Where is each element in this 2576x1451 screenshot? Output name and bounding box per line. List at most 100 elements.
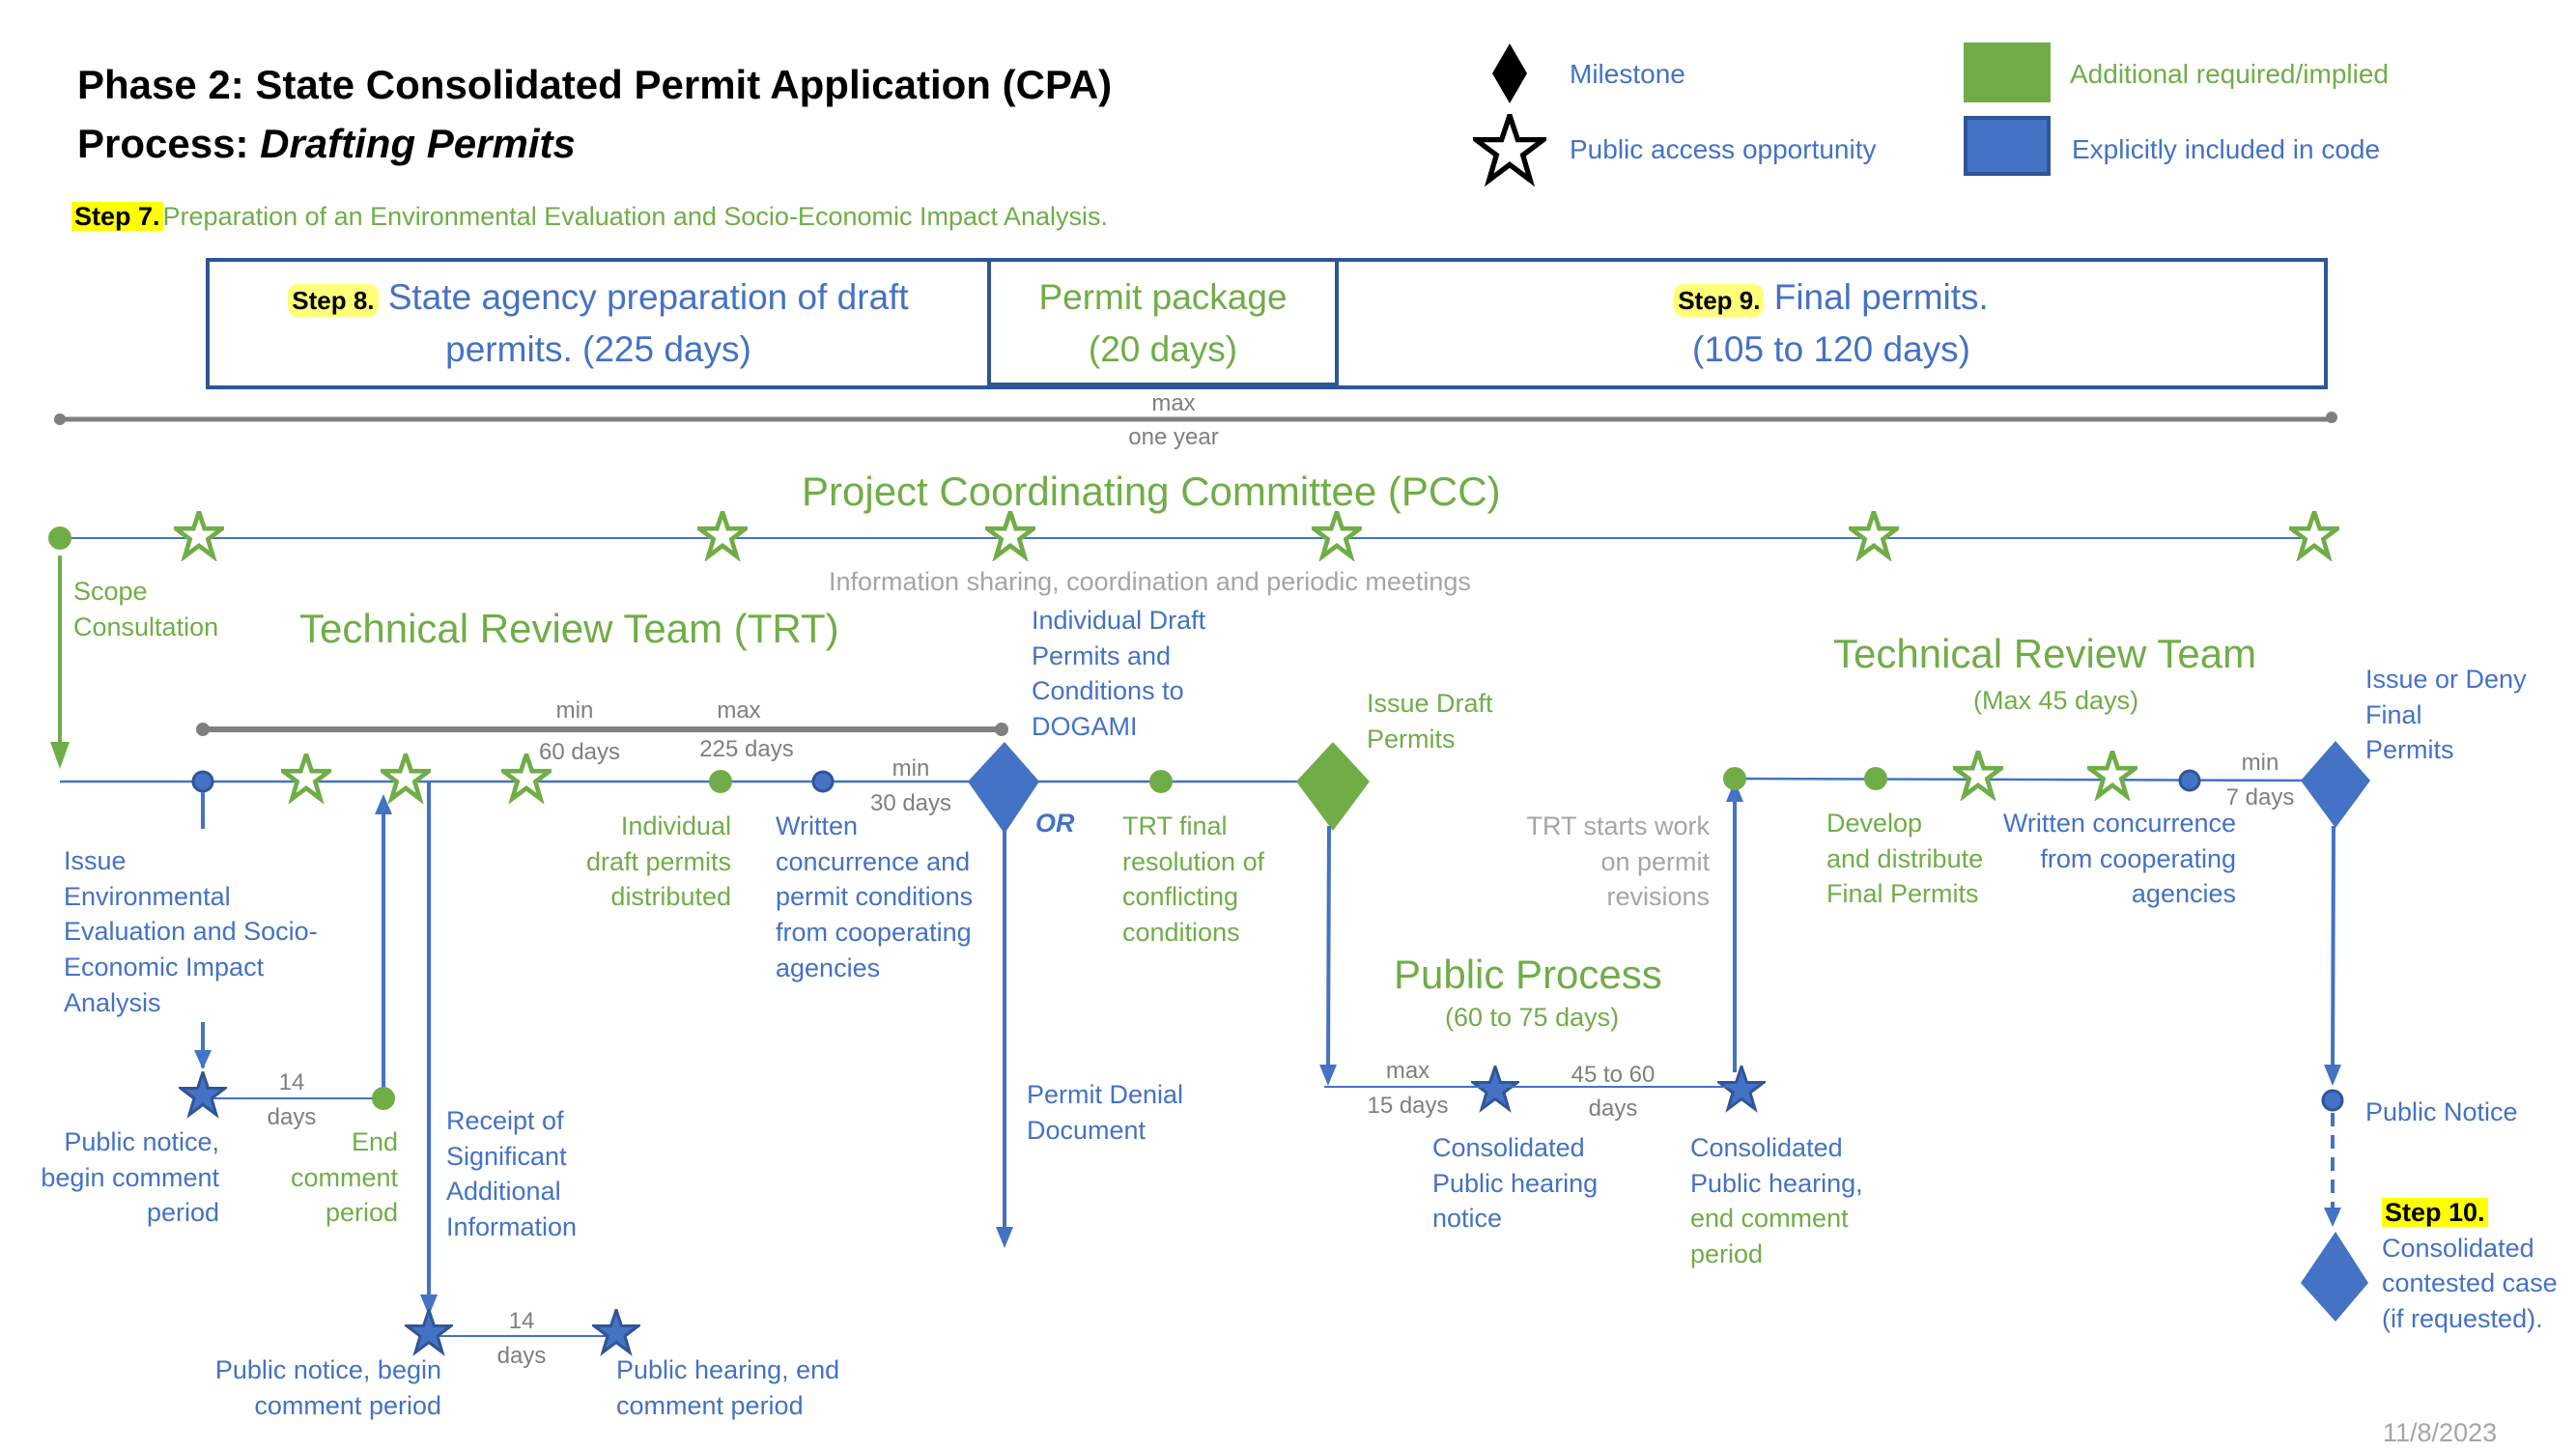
trt-final-dot xyxy=(1149,770,1173,793)
label-line: Issue or Deny xyxy=(2365,665,2527,694)
step10-badge: Step 10. xyxy=(2382,1198,2488,1227)
issue-draft-label: Issue Draft Permits xyxy=(1367,686,1493,756)
issue-deny-milestone-diamond xyxy=(2301,741,2370,828)
title-line-2-italic: Drafting Permits xyxy=(260,120,576,166)
label-line: distributed xyxy=(610,882,731,912)
label-line: Public notice, begin xyxy=(214,1355,441,1384)
explicit-public-star-icon xyxy=(179,1071,227,1117)
label-line: Analysis xyxy=(64,987,161,1017)
legend-graphics xyxy=(1476,43,1543,180)
hearing-end-label: Consolidated Public hearing, end comment… xyxy=(1690,1130,1863,1272)
label-line: Conditions to xyxy=(1032,676,1184,706)
comment2-days-top: 14 xyxy=(508,1308,535,1334)
label-line: Information xyxy=(446,1212,578,1242)
trt1-timeline xyxy=(60,723,1370,1316)
scope-arrow-head xyxy=(50,742,70,769)
trt-starts-label: TRT starts work on permit revisions xyxy=(1468,809,1710,915)
trt1-min-label: min xyxy=(555,697,594,724)
one-year-label: one year xyxy=(1128,424,1219,450)
trt2-min-label: min xyxy=(2241,750,2279,776)
label-line: period xyxy=(1690,1239,1764,1269)
label-line: concurrence and xyxy=(776,846,971,876)
comment2-begin-label: Public notice, begin comment period xyxy=(174,1352,441,1423)
legend-star-icon xyxy=(1476,116,1543,181)
step7-badge: Step 7. xyxy=(71,202,163,231)
permit-denial-label: Permit Denial Document xyxy=(1027,1077,1183,1148)
date-stamp: 11/8/2023 xyxy=(2383,1418,2498,1447)
step8-box: Step 8. State agency preparation of draf… xyxy=(210,262,987,385)
comment1-end-label: End comment period xyxy=(261,1124,398,1231)
legend-public-access-label: Public access opportunity xyxy=(1570,134,1877,164)
issue-draft-milestone-diamond xyxy=(1296,742,1370,831)
label-line: begin comment xyxy=(41,1162,219,1192)
label-line: Written xyxy=(776,811,859,840)
public-range-bottom: days xyxy=(1588,1095,1638,1122)
public-process-title: Public Process xyxy=(1394,952,1662,997)
label-line: Consolidated xyxy=(1690,1133,1843,1162)
label-line: Issue xyxy=(64,846,127,875)
label-line: resolution of xyxy=(1122,846,1265,876)
label-line: Individual xyxy=(620,811,731,840)
label-line: contested case xyxy=(2382,1268,2558,1298)
pcc-timeline xyxy=(48,526,2314,769)
trt2-title: Technical Review Team xyxy=(1833,631,2257,676)
label-line: End xyxy=(351,1127,398,1156)
label-line: agencies xyxy=(776,953,881,982)
step9-line1: Final permits. xyxy=(1773,277,1989,318)
individual-distributed-label: Individual draft permits distributed xyxy=(541,809,731,915)
public-access-star-icon xyxy=(1955,752,2001,796)
label-line: Permits xyxy=(1367,724,1456,754)
step10-label: Step 10. Consolidated contested case (if… xyxy=(2382,1195,2558,1337)
label-line: Public hearing, end xyxy=(616,1355,840,1384)
label-line: draft permits xyxy=(585,846,731,876)
label-line: revisions xyxy=(1606,882,1710,912)
trt1-min-value: 60 days xyxy=(538,739,621,765)
trt1-min30-label: min xyxy=(892,755,930,782)
label-line: Consolidated xyxy=(1432,1133,1585,1162)
issue-ee-label: Issue Environmental Evaluation and Socio… xyxy=(64,843,318,1021)
public-access-star-icon xyxy=(283,754,329,799)
legend-milestone-diamond-icon xyxy=(1492,43,1527,103)
title-line-2-prefix: Process: xyxy=(77,120,261,166)
legend-additional-label: Additional required/implied xyxy=(2070,59,2389,89)
one-year-max-label: max xyxy=(1151,390,1196,416)
end-comment-dot xyxy=(372,1087,395,1110)
step8-line2: permits. (225 days) xyxy=(445,329,751,369)
pcc-start-dot xyxy=(48,526,71,550)
scope-line: Scope xyxy=(73,577,148,606)
public-range-top: 45 to 60 xyxy=(1571,1062,1656,1088)
label-line: on permit xyxy=(1600,846,1710,876)
label-line: period xyxy=(325,1198,398,1228)
or-label: OR xyxy=(1035,809,1075,838)
issue-ee-dot xyxy=(191,770,214,793)
label-line: agencies xyxy=(2131,879,2236,909)
label-line: Final xyxy=(2365,699,2422,729)
public-access-star-icon xyxy=(699,512,746,556)
comment1-days-top: 14 xyxy=(278,1069,305,1095)
written-concurrence-dot xyxy=(811,770,835,793)
label-line: DOGAMI xyxy=(1032,712,1138,742)
label-line: Additional xyxy=(446,1177,561,1207)
label-line: Economic Impact xyxy=(64,953,265,982)
step8-line1: State agency preparation of draft xyxy=(387,277,909,318)
scope-consultation-label: Scope Consultation xyxy=(73,574,218,644)
label-line: Public notice, xyxy=(64,1127,219,1156)
public-access-star-icon xyxy=(2089,752,2136,796)
trt2-written-label: Written concurrence from cooperating age… xyxy=(1970,806,2236,912)
step9-box: Step 9. Final permits.(105 to 120 days) xyxy=(1339,262,2324,385)
legend-milestone-label: Milestone xyxy=(1570,59,1685,89)
label-line: comment xyxy=(290,1162,398,1192)
one-year-line xyxy=(54,412,2337,425)
label-line: comment period xyxy=(616,1390,804,1420)
label-line: TRT final xyxy=(1122,811,1228,840)
legend-explicit-label: Explicitly included in code xyxy=(2072,134,2381,164)
legend-additional-swatch xyxy=(1964,43,2051,102)
label-line: Public hearing, xyxy=(1690,1168,1863,1198)
label-line: Document xyxy=(1027,1115,1146,1145)
label-line: Written concurrence xyxy=(2002,809,2236,838)
label-line: Significant xyxy=(446,1141,567,1171)
comment1-begin-label: Public notice, begin comment period xyxy=(19,1124,219,1231)
public-access-star-icon xyxy=(176,512,222,556)
trt1-min30-value: 30 days xyxy=(869,790,952,816)
label-line: Permits xyxy=(2365,735,2454,765)
